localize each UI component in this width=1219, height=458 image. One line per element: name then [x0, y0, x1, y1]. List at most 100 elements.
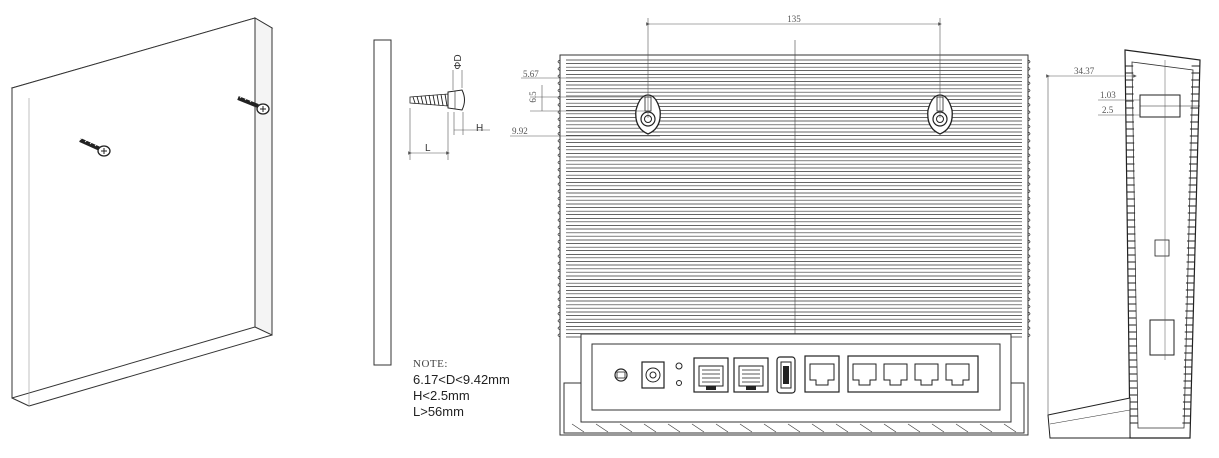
vent-slat-end: [557, 138, 1031, 143]
skirt-vent: [667, 423, 681, 433]
skirt-vent: [739, 423, 753, 433]
width-dimension-label: 135: [787, 14, 801, 24]
vent-slat-end: [557, 333, 1031, 338]
vent-slat-end: [557, 297, 1031, 302]
vent-slat: [566, 261, 1022, 266]
skirt-vent: [859, 423, 873, 433]
vent-slat: [566, 297, 1022, 302]
vent-slat: [566, 318, 1022, 323]
vent-slat-end: [557, 311, 1031, 316]
vent-slat: [566, 189, 1022, 194]
skirt-vent: [811, 423, 825, 433]
vent-slat-end: [557, 66, 1031, 71]
vent-slat-end: [557, 81, 1031, 86]
dimension-5-67: 5.67: [523, 69, 539, 79]
wan-port-icon: [804, 355, 840, 393]
skirt-vent: [691, 423, 705, 433]
vent-slat-end: [557, 182, 1031, 187]
vent-slat-end: [557, 146, 1031, 151]
vent-slat: [566, 59, 1022, 64]
vent-slat-end: [557, 239, 1031, 244]
vent-slat-end: [557, 326, 1031, 331]
note-line-diameter: 6.17<D<9.42mm: [413, 372, 510, 387]
vent-slat: [566, 282, 1022, 287]
vent-slat-end: [557, 174, 1031, 179]
reset-button-icon: [614, 368, 628, 382]
vent-slat: [566, 268, 1022, 273]
vent-slat-end: [557, 167, 1031, 172]
vent-slat: [566, 138, 1022, 143]
skirt-vent: [883, 423, 897, 433]
note-block: NOTE: 6.17<D<9.42mm H<2.5mm L>56mm: [413, 356, 553, 420]
skirt-vent: [835, 423, 849, 433]
skirt-vent: [787, 423, 801, 433]
vent-slat-end: [557, 304, 1031, 309]
diameter-label: ΦD: [453, 54, 464, 69]
vent-slat-end: [557, 246, 1031, 251]
dimension-6-5: 6.5: [528, 91, 538, 103]
vent-slat: [566, 210, 1022, 215]
vent-slat: [566, 196, 1022, 201]
dimension-9-92: 9.92: [512, 126, 528, 136]
phone-port-1-icon: [693, 357, 729, 393]
vent-slat-end: [557, 203, 1031, 208]
vent-slat-end: [557, 268, 1031, 273]
router-side-section: [1047, 49, 1201, 439]
wall-edge-bar: [373, 39, 392, 366]
screw-icon: [79, 136, 111, 157]
wall-panel-illustration: [10, 17, 274, 407]
vent-slat-end: [557, 210, 1031, 215]
vent-slat: [566, 88, 1022, 93]
screw-icon: [237, 94, 270, 115]
phone-port-2-icon: [733, 357, 769, 393]
skirt-vent: [619, 423, 633, 433]
vent-slat: [566, 239, 1022, 244]
vent-slat-end: [557, 95, 1031, 100]
vent-slat: [566, 81, 1022, 86]
vent-slat: [566, 66, 1022, 71]
note-heading: NOTE:: [413, 358, 448, 370]
vent-slat-end: [557, 117, 1031, 122]
skirt-vent: [595, 423, 609, 433]
skirt-vent: [955, 423, 969, 433]
vent-slat-end: [557, 160, 1031, 165]
led-indicator-icon: [675, 362, 683, 386]
vent-slat-end: [557, 74, 1031, 79]
skirt-vent: [907, 423, 921, 433]
vent-slat: [566, 290, 1022, 295]
vent-slat-end: [557, 153, 1031, 158]
vent-slat-end: [557, 254, 1031, 259]
vent-slat: [566, 174, 1022, 179]
length-label: L: [425, 143, 431, 154]
skirt-vent: [643, 423, 657, 433]
usb-port-icon: [776, 356, 796, 394]
head-height-label: H: [476, 123, 483, 134]
note-line-length: L>56mm: [413, 404, 464, 419]
vent-slat-end: [557, 225, 1031, 230]
note-line-height: H<2.5mm: [413, 388, 470, 403]
vent-slat: [566, 153, 1022, 158]
power-port-icon: [641, 361, 665, 389]
vent-slat-end: [557, 88, 1031, 93]
vent-slat: [566, 146, 1022, 151]
vent-slat: [566, 232, 1022, 237]
skirt-vent: [715, 423, 729, 433]
side-dimension-1-03: 1.03: [1100, 90, 1116, 100]
width-dimension: [646, 18, 942, 118]
vent-slat: [566, 182, 1022, 187]
vent-slat-end: [557, 131, 1031, 136]
vent-slat-end: [557, 59, 1031, 64]
vent-slat: [566, 254, 1022, 259]
vent-slat-end: [557, 290, 1031, 295]
side-dimension-2-5: 2.5: [1102, 105, 1114, 115]
vent-slat-end: [557, 196, 1031, 201]
skirt-vent: [763, 423, 777, 433]
vent-slat-end: [557, 318, 1031, 323]
vent-slat-end: [557, 232, 1031, 237]
vent-slat-end: [557, 261, 1031, 266]
vent-slat-end: [557, 218, 1031, 223]
vent-slat: [566, 311, 1022, 316]
skirt-vent: [1003, 423, 1017, 433]
vent-slat: [566, 218, 1022, 223]
